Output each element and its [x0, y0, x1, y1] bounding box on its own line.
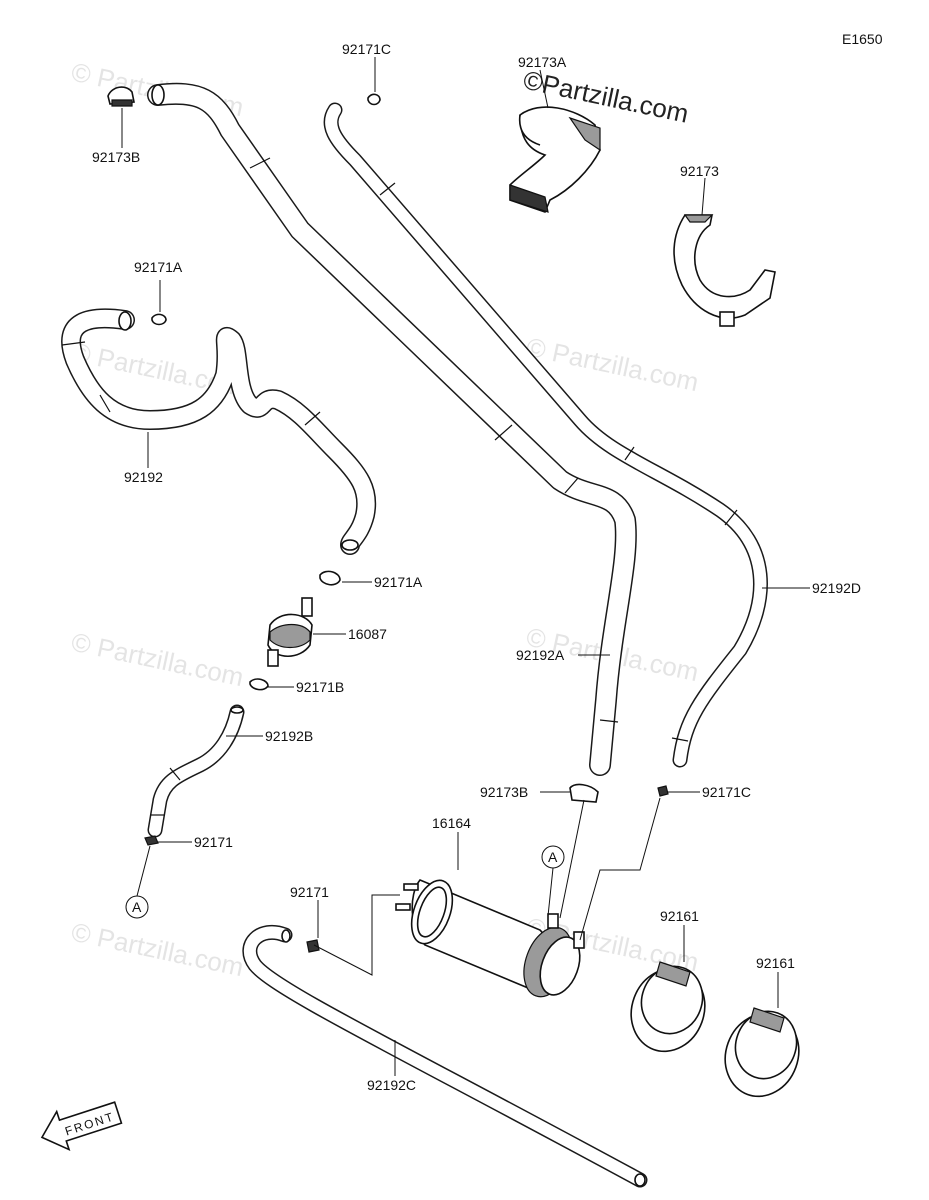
clip-92171B: [249, 678, 269, 691]
label-92192: 92192: [124, 469, 163, 485]
front-arrow: FRONT: [40, 1101, 123, 1152]
clamp-92173: [673, 214, 776, 327]
label-92173A: 92173A: [518, 54, 567, 70]
label-92171B: 92171B: [296, 679, 344, 695]
label-92171-left: 92171: [194, 834, 233, 850]
label-16164: 16164: [432, 815, 471, 831]
label-92161-b: 92161: [756, 955, 795, 971]
label-92173: 92173: [680, 163, 719, 179]
valve-16087: [267, 597, 313, 667]
hose-92192C: [242, 924, 648, 1188]
label-92192D: 92192D: [812, 580, 861, 596]
diagram-code: E1650: [842, 31, 883, 47]
label-92192B: 92192B: [265, 728, 313, 744]
band-92161-a: [630, 961, 706, 1053]
clamp-92173A: [509, 106, 601, 213]
svg-text:A: A: [548, 849, 558, 865]
label-92173B-mid: 92173B: [480, 784, 528, 800]
hose-92192: [61, 308, 377, 555]
label-16087: 16087: [348, 626, 387, 642]
clip-92171-left: [144, 835, 159, 846]
hose-92192B: [147, 704, 245, 838]
leader-lines: [121, 57, 810, 1076]
label-92171C-top: 92171C: [342, 41, 391, 57]
clip-92171-canister: [306, 939, 320, 953]
label-92192A: 92192A: [516, 647, 565, 663]
clamp-92173B-mid: [569, 783, 599, 803]
part-labels: 92171C 92173B 92173A 92173 92171A 92192 …: [92, 41, 861, 1093]
svg-text:A: A: [132, 899, 142, 915]
canister-16164: [395, 879, 585, 998]
label-92171A-top: 92171A: [134, 259, 183, 275]
clip-92171C-mid: [657, 785, 669, 797]
label-92161-a: 92161: [660, 908, 699, 924]
label-92171C-mid: 92171C: [702, 784, 751, 800]
clip-92171A-top: [151, 313, 167, 326]
label-92173B-top: 92173B: [92, 149, 140, 165]
watermark: © Partzilla.com: [69, 627, 247, 693]
ref-marker-left: A: [125, 845, 151, 919]
hose-92192D: [323, 102, 768, 768]
label-92171A-mid: 92171A: [374, 574, 423, 590]
ref-marker-canister: A: [541, 845, 565, 917]
clip-92171A-mid: [319, 570, 341, 586]
watermark: © Partzilla.com: [69, 917, 247, 983]
clip-92171C-top: [367, 93, 381, 106]
label-92171-canister: 92171: [290, 884, 329, 900]
label-92192C: 92192C: [367, 1077, 416, 1093]
band-92161-b: [724, 1007, 800, 1098]
hose-92192A: [147, 82, 637, 776]
clamp-92173B-top: [107, 86, 135, 107]
